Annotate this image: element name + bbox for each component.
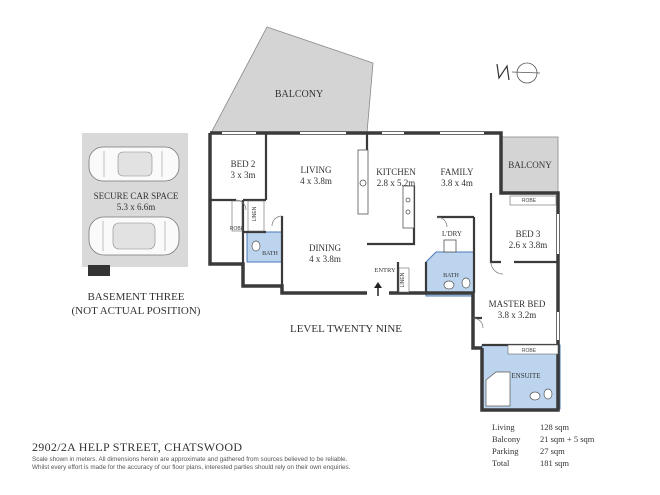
- robe-bed2: [231, 200, 243, 232]
- area-summary-table: Living 128 sqm Balcony 21 sqm + 5 sqm Pa…: [492, 421, 630, 469]
- dining-label: DINING: [309, 243, 341, 253]
- property-address: 2902/2A HELP STREET, CHATSWOOD: [32, 440, 243, 454]
- bath-mid-label: BATH: [443, 273, 459, 279]
- area-value: 27 sqm: [540, 446, 565, 456]
- laundry-label: L'DRY: [442, 230, 462, 238]
- linen-cupboard: [247, 200, 265, 232]
- car-space-size: 5.3 x 6.6m: [117, 202, 156, 212]
- living-size: 4 x 3.8m: [300, 176, 332, 186]
- area-label: Balcony: [492, 434, 521, 444]
- area-row-total: Total 181 sqm: [492, 457, 630, 469]
- area-label: Living: [492, 422, 515, 432]
- dining-size: 4 x 3.8m: [309, 254, 341, 264]
- car-top-icon: [88, 146, 180, 182]
- car-space-area: [82, 133, 188, 276]
- linen-cupboard-entry: [398, 267, 410, 293]
- balcony-right-area: [501, 136, 559, 194]
- robe-bed2-label: ROBE: [230, 226, 245, 232]
- bath-left-label: BATH: [262, 251, 278, 257]
- exterior-walls: [208, 131, 560, 412]
- kitchen-size: 2.8 x 5.2m: [377, 178, 416, 188]
- door-swings: [235, 199, 504, 329]
- car-space-title: SECURE CAR SPACE: [94, 191, 179, 201]
- balcony-top-area: [210, 26, 374, 134]
- linen-label: LINEN: [252, 206, 258, 221]
- basement-label: BASEMENT THREE: [87, 291, 184, 303]
- laundry-tub-icon: [443, 239, 457, 253]
- area-value: 21 sqm + 5 sqm: [540, 434, 595, 444]
- ensuite-label: ENSUITE: [511, 372, 540, 380]
- robe-bed3: [509, 195, 557, 206]
- area-row-parking: Parking 27 sqm: [492, 445, 630, 457]
- disclaimer-line-2: Whilst every effort is made for the accu…: [32, 464, 351, 471]
- area-label: Parking: [492, 446, 519, 456]
- robe-master: [507, 344, 559, 355]
- bed3-label: BED 3: [516, 229, 541, 239]
- master-bed-size: 3.8 x 3.2m: [498, 310, 537, 320]
- master-bed-label: MASTER BED: [489, 299, 546, 309]
- window-openings: [222, 132, 559, 340]
- basement-note: (NOT ACTUAL POSITION): [72, 305, 201, 317]
- robe-bed3-label: ROBE: [522, 198, 537, 204]
- linen-entry-label: LINEN: [400, 272, 406, 287]
- robe-master-label: ROBE: [522, 348, 537, 354]
- level-title: LEVEL TWENTY NINE: [290, 323, 402, 335]
- bath-fixtures: [251, 240, 553, 407]
- area-row-balcony: Balcony 21 sqm + 5 sqm: [492, 433, 630, 445]
- area-row-living: Living 128 sqm: [492, 421, 630, 433]
- balcony-right-label: BALCONY: [508, 160, 552, 170]
- bed2-label: BED 2: [231, 159, 256, 169]
- entry-arrow-icon: [374, 282, 382, 296]
- north-compass-icon: [496, 62, 541, 84]
- living-label: LIVING: [301, 165, 332, 175]
- family-size: 3.8 x 4m: [441, 178, 473, 188]
- kitchen-label: KITCHEN: [376, 167, 416, 177]
- area-value: 128 sqm: [540, 422, 570, 432]
- family-label: FAMILY: [441, 167, 474, 177]
- kitchen-counter: [357, 149, 415, 229]
- car-bottom-icon: [88, 216, 180, 256]
- area-value: 181 sqm: [540, 458, 570, 468]
- entry-label: ENTRY: [374, 267, 396, 274]
- balcony-top-label: BALCONY: [275, 89, 323, 100]
- disclaimer-line-1: Scale shown in meters. All dimensions he…: [32, 456, 348, 463]
- bed3-size: 2.6 x 3.8m: [509, 240, 548, 250]
- bed2-size: 3 x 3m: [230, 170, 255, 180]
- area-label: Total: [492, 458, 510, 468]
